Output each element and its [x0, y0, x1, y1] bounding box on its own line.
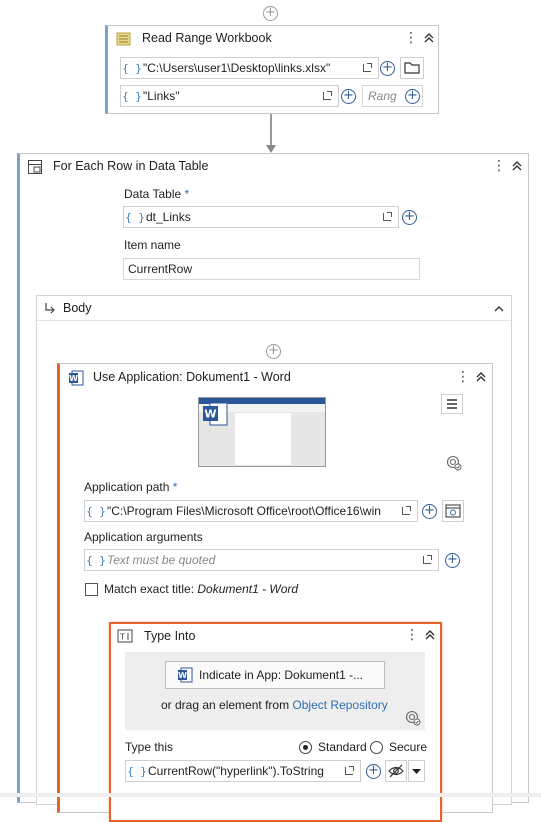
svg-text:W: W [204, 408, 216, 421]
hidden-text-toggle-icon[interactable] [385, 760, 407, 782]
application-screenshot-thumbnail[interactable]: W [198, 397, 326, 467]
word-icon: W [177, 667, 193, 683]
word-icon: W [68, 370, 84, 386]
dropdown-arrow-icon[interactable] [408, 760, 425, 782]
range-input[interactable]: Rang + [362, 85, 423, 107]
expand-editor-icon[interactable] [342, 764, 356, 778]
target-panel: W Indicate in App: Dokument1 -... or dra… [125, 652, 425, 730]
collapse-chevron-icon[interactable] [510, 159, 524, 173]
data-table-input[interactable]: { } dt_Links [123, 206, 399, 228]
hamburger-menu-icon[interactable] [441, 394, 463, 414]
data-table-label: Data Table * [124, 187, 190, 201]
expand-editor-icon[interactable] [380, 210, 394, 224]
expression-braces-icon: { } [125, 210, 145, 224]
browse-application-button[interactable] [442, 500, 464, 522]
body-arrow-icon [43, 301, 57, 315]
expression-braces-icon: { } [127, 764, 147, 778]
word-logo-icon: W [201, 400, 229, 428]
expression-braces-icon: { } [86, 553, 106, 567]
expand-editor-icon[interactable] [360, 61, 374, 75]
object-repository-link[interactable]: Object Repository [292, 698, 388, 712]
add-variable-icon[interactable]: + [422, 504, 437, 519]
drag-hint-text: or drag an element from Object Repositor… [161, 698, 388, 712]
collapse-chevron-icon[interactable] [422, 31, 436, 45]
svg-text:T: T [119, 633, 125, 642]
application-arguments-input[interactable]: { } Text must be quoted [84, 549, 439, 571]
add-activity-icon[interactable]: + [266, 344, 281, 359]
type-into-activity[interactable]: T Type Into ⋮ W Indicate in App: Dokumen… [109, 622, 442, 822]
activity-title: Type Into [144, 629, 196, 643]
collapse-chevron-icon[interactable] [423, 628, 437, 642]
standard-radio[interactable] [299, 741, 312, 754]
more-options-icon[interactable]: ⋮ [404, 30, 418, 46]
read-range-workbook-activity[interactable]: Read Range Workbook ⋮ { } "C:\Users\user… [105, 25, 439, 114]
flow-connector [270, 114, 272, 146]
for-each-row-activity[interactable]: For Each Row in Data Table ⋮ Data Table … [17, 153, 529, 822]
svg-text:W: W [178, 671, 187, 680]
activity-title: Use Application: Dokument1 - Word [93, 370, 291, 384]
add-variable-icon[interactable]: + [402, 210, 417, 225]
type-this-label: Type this [125, 740, 174, 754]
body-title: Body [63, 301, 92, 315]
standard-radio-label: Standard [318, 740, 367, 754]
for-each-icon [27, 159, 43, 175]
workbook-path-input[interactable]: { } "C:\Users\user1\Desktop\links.xlsx" [120, 57, 379, 79]
browse-folder-button[interactable] [400, 57, 424, 79]
more-options-icon[interactable]: ⋮ [492, 158, 506, 174]
target-verified-icon[interactable] [446, 455, 462, 471]
match-exact-title-label: Match exact title: Dokument1 - Word [104, 582, 299, 596]
collapse-chevron-icon[interactable] [492, 302, 506, 316]
expression-braces-icon: { } [86, 504, 106, 518]
body-divider [37, 320, 511, 321]
add-activity-top-icon[interactable]: + [263, 6, 278, 21]
type-this-input[interactable]: { } CurrentRow("hyperlink").ToString [125, 760, 361, 782]
expand-editor-icon[interactable] [420, 553, 434, 567]
add-variable-icon[interactable]: + [341, 89, 356, 104]
bottom-edge-strip [0, 793, 541, 797]
add-variable-icon[interactable]: + [366, 764, 381, 779]
add-variable-icon[interactable]: + [445, 553, 460, 568]
secure-radio-label: Secure [389, 740, 428, 754]
more-options-icon[interactable]: ⋮ [456, 369, 470, 385]
item-name-label: Item name [124, 238, 181, 252]
application-path-label: Application path * [84, 480, 178, 494]
application-path-input[interactable]: { } "C:\Program Files\Microsoft Office\r… [84, 500, 418, 522]
secure-radio[interactable] [370, 741, 383, 754]
svg-text:W: W [69, 374, 78, 383]
expression-braces-icon: { } [122, 61, 142, 75]
type-into-icon: T [117, 628, 133, 644]
connector-arrow-icon [265, 143, 277, 153]
match-exact-title-checkbox[interactable] [85, 583, 98, 596]
target-verified-icon[interactable] [405, 710, 421, 726]
expression-braces-icon: { } [122, 89, 142, 103]
expand-editor-icon[interactable] [399, 504, 413, 518]
use-application-activity[interactable]: W Use Application: Dokument1 - Word ⋮ W [57, 363, 493, 822]
more-options-icon[interactable]: ⋮ [405, 627, 419, 643]
collapse-chevron-icon[interactable] [474, 370, 488, 384]
excel-icon [116, 31, 132, 47]
add-variable-icon[interactable]: + [405, 88, 420, 104]
activity-title: Read Range Workbook [142, 31, 272, 45]
expand-editor-icon[interactable] [320, 89, 334, 103]
sheet-name-input[interactable]: { } "Links" [120, 85, 339, 107]
application-arguments-label: Application arguments [84, 530, 203, 544]
indicate-in-app-button[interactable]: W Indicate in App: Dokument1 -... [165, 661, 385, 689]
activity-title: For Each Row in Data Table [53, 159, 209, 173]
add-variable-icon[interactable]: + [380, 61, 395, 76]
item-name-input[interactable]: CurrentRow [123, 258, 420, 280]
body-container: Body + W Use Application: Dokument1 - Wo… [36, 295, 512, 822]
